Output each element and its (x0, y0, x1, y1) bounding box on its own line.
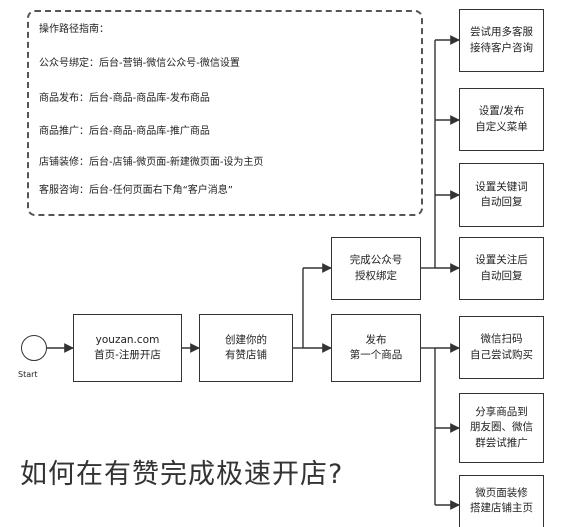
step-publish-first-product: 发布第一个商品 (331, 314, 421, 382)
outcome-follow-reply-line-2: 自动回复 (480, 269, 523, 282)
step-create-line-1: 创建你的 (225, 333, 267, 346)
outcome-keyword-reply: 设置关键词自动回复 (459, 163, 544, 227)
outcome-keyword-reply-line-1: 设置关键词 (475, 180, 528, 193)
start-label: Start (18, 370, 38, 379)
diagram-title: 如何在有赞完成极速开店? (20, 459, 344, 490)
outcome-multi-service: 尝试用多客服接待客户咨询 (459, 9, 544, 72)
step-bind-line-2: 授权绑定 (355, 269, 397, 282)
outcome-share-product: 分享商品到朋友圈、微信群尝试推广 (459, 393, 544, 463)
outcome-decorate-page-line-2: 搭建店铺主页 (470, 502, 533, 515)
step-create-store: 创建你的有赞店铺 (199, 314, 293, 382)
outcome-multi-service-line-1: 尝试用多客服 (470, 26, 533, 39)
outcome-decorate-page: 微页面装修搭建店铺主页 (459, 475, 544, 527)
guide-line-product-publish: 商品发布：后台-商品-商品库-发布商品 (39, 93, 210, 104)
outcome-share-product-line-1: 分享商品到 (475, 406, 528, 419)
outcome-follow-reply-line-1: 设置关注后 (475, 254, 528, 267)
outcome-share-product-line-2: 朋友圈、微信 (470, 421, 533, 434)
outcome-custom-menu: 设置/发布自定义菜单 (459, 88, 544, 151)
step-bind-line-1: 完成公众号 (349, 254, 403, 267)
outcome-custom-menu-line-2: 自定义菜单 (475, 120, 528, 133)
guide-line-account-binding: 公众号绑定：后台-营销-微信公众号-微信设置 (39, 58, 240, 69)
outcome-custom-menu-line-1: 设置/发布 (478, 105, 525, 118)
operation-guide-panel: 操作路径指南： 公众号绑定：后台-营销-微信公众号-微信设置 商品发布：后台-商… (27, 10, 423, 216)
outcome-wechat-scan: 微信扫码自己尝试购买 (459, 316, 544, 379)
outcome-share-product-line-3: 群尝试推广 (475, 436, 528, 449)
step-publish-line-1: 发布 (365, 333, 387, 346)
step-create-line-2: 有赞店铺 (225, 349, 267, 361)
guide-title: 操作路径指南： (39, 24, 109, 35)
start-node (21, 335, 47, 361)
step-register-store: youzan.com 首页-注册开店 (73, 314, 182, 382)
outcome-decorate-page-line-1: 微页面装修 (475, 487, 528, 499)
outcome-keyword-reply-line-2: 自动回复 (480, 196, 523, 208)
outcome-wechat-scan-line-1: 微信扫码 (480, 333, 523, 346)
outcome-follow-reply: 设置关注后自动回复 (459, 237, 544, 300)
guide-line-product-promote: 商品推广：后台-商品-商品库-推广商品 (39, 126, 210, 137)
step-register-line-2: 首页-注册开店 (94, 349, 161, 361)
step-publish-line-2: 第一个商品 (349, 349, 403, 361)
step-bind-official-account: 完成公众号授权绑定 (331, 237, 421, 300)
guide-line-customer-service: 客服咨询：后台-任何页面右下角“客户消息” (39, 185, 233, 196)
step-register-line-1: youzan.com (95, 333, 160, 346)
outcome-multi-service-line-2: 接待客户咨询 (470, 41, 533, 54)
guide-line-store-decoration: 店铺装修：后台-店铺-微页面-新建微页面-设为主页 (39, 157, 264, 168)
outcome-wechat-scan-line-2: 自己尝试购买 (470, 348, 533, 361)
